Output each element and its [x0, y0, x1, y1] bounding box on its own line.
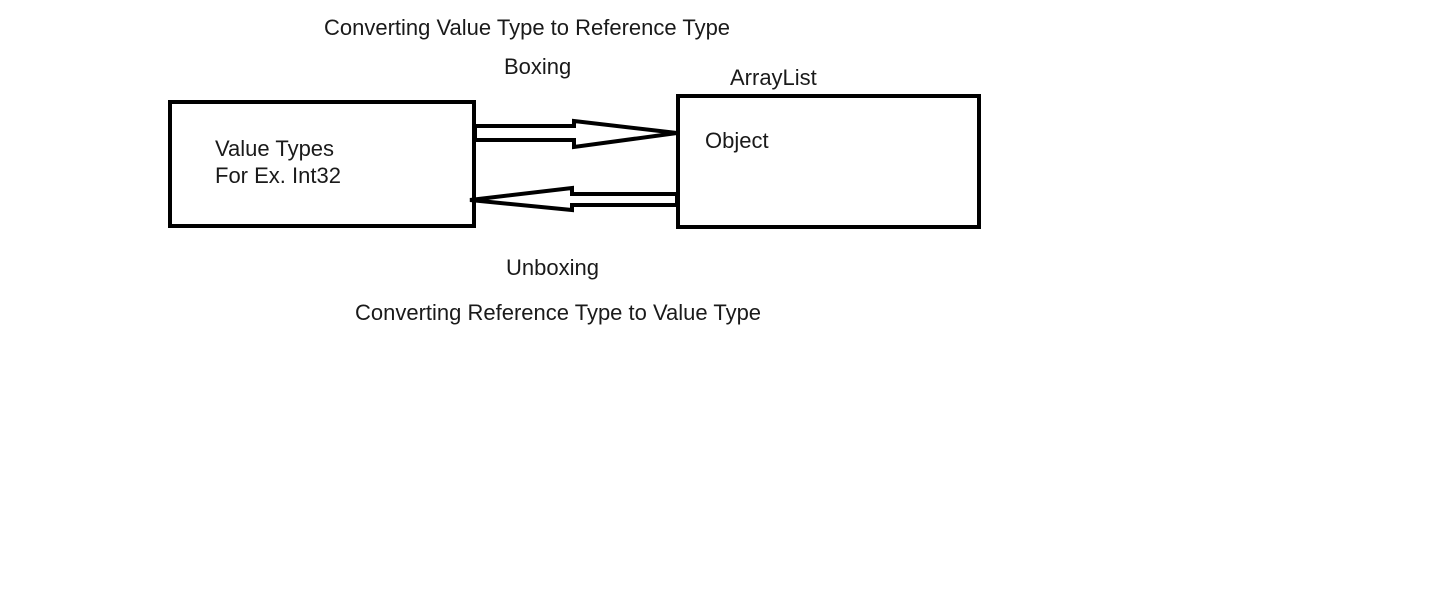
boxing-description: Converting Value Type to Reference Type — [324, 15, 731, 40]
unboxing-label: Unboxing — [506, 255, 599, 280]
value-types-example: For Ex. Int32 — [215, 163, 341, 188]
boxing-label: Boxing — [504, 54, 572, 79]
value-types-label: Value Types — [215, 136, 335, 161]
reference-type-box: Object — [676, 94, 981, 229]
unboxing-description: Converting Reference Type to Value Type — [355, 300, 762, 325]
reference-box-title: ArrayList — [730, 65, 817, 90]
unboxing-arrow — [469, 185, 679, 213]
boxing-arrow — [473, 118, 678, 150]
object-label: Object — [705, 128, 769, 153]
value-types-box: Value Types For Ex. Int32 — [168, 100, 476, 228]
